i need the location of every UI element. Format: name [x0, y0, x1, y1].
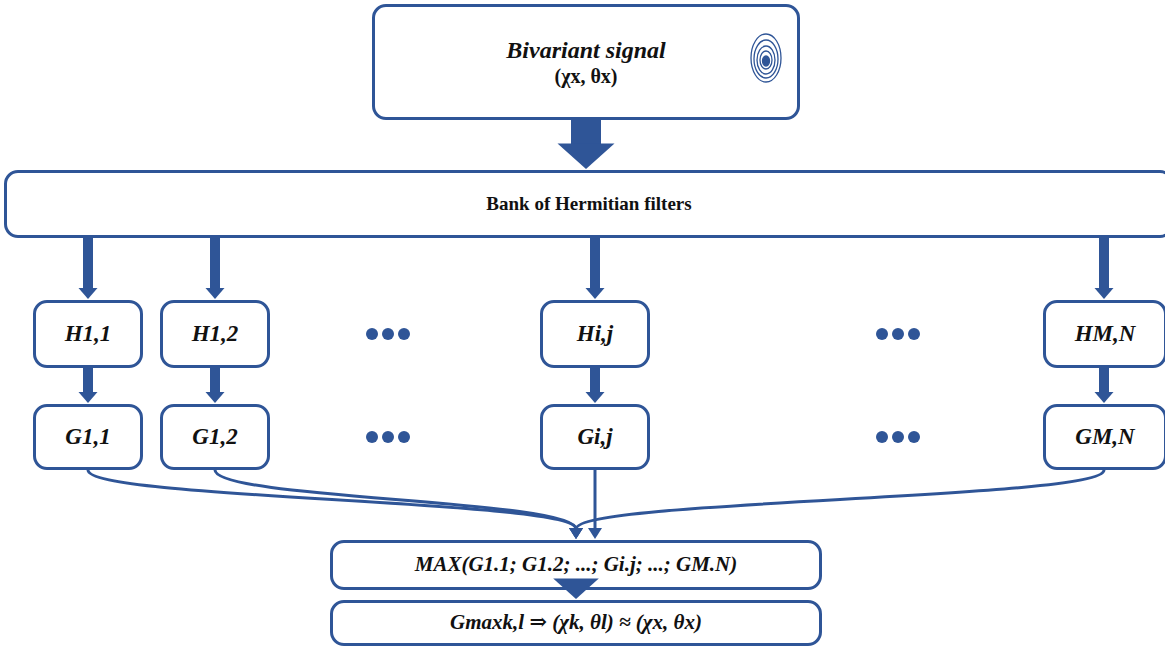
connector-arrow	[558, 120, 615, 169]
filter-box: HM,N	[1043, 300, 1165, 368]
filter-box: H1,2	[160, 300, 270, 368]
arrow-head	[588, 528, 602, 539]
connector-arrow	[88, 470, 583, 539]
box-label: GM,N	[1075, 423, 1134, 451]
box-label: MAX(G1.1; G1.2; ...; Gi.j; ...; GM.N)	[415, 552, 738, 577]
connector-arrow	[79, 368, 98, 403]
connector-arrow	[206, 368, 225, 403]
box-label: Gmaxk,l ⇒ (χk, θl) ≈ (χx, θx)	[450, 610, 702, 635]
filter-box: H1,1	[33, 300, 143, 368]
gain-box: G1,2	[160, 404, 270, 470]
arrow-head	[206, 288, 225, 299]
ellipsis-dots	[366, 328, 920, 443]
box-label: HM,N	[1075, 320, 1136, 348]
connector-line	[1099, 238, 1109, 289]
connector-line	[83, 368, 93, 393]
spiral-icon	[751, 34, 781, 82]
arrow-head	[569, 528, 583, 539]
connector-line	[590, 238, 600, 289]
box-label: Gi,j	[577, 423, 612, 451]
connector-line	[215, 470, 576, 529]
connector-arrow	[215, 470, 583, 539]
connector-line	[576, 470, 1104, 529]
connector-arrow	[586, 238, 605, 299]
connector-arrow	[206, 238, 225, 299]
box-label: Hi,j	[577, 320, 613, 348]
arrow-head	[586, 288, 605, 299]
box-label: Bivariant signal	[506, 36, 665, 65]
connector-line	[1099, 368, 1109, 393]
connector-arrow	[569, 470, 1104, 539]
box-label: H1,2	[192, 320, 239, 348]
box-label: Bank of Hermitian filters	[486, 193, 691, 216]
gain-box: GM,N	[1043, 404, 1165, 470]
arrow-head	[206, 392, 225, 403]
arrow-head	[569, 528, 583, 539]
result-box: Gmaxk,l ⇒ (χk, θl) ≈ (χx, θx)	[330, 600, 822, 646]
connector-line	[590, 368, 600, 393]
filter-box: Hi,j	[540, 300, 650, 368]
gain-box: G1,1	[33, 404, 143, 470]
connector-arrow	[586, 368, 605, 403]
box-sublabel: (χx, θx)	[555, 64, 618, 88]
connector-arrow	[79, 238, 98, 299]
arrow-head	[558, 144, 615, 170]
arrow-head	[1095, 288, 1114, 299]
box-label: H1,1	[65, 320, 112, 348]
arrow-head	[586, 392, 605, 403]
connector-arrow	[588, 470, 602, 539]
connector-line	[571, 120, 601, 145]
connector-line	[88, 470, 576, 529]
arrow-head	[79, 392, 98, 403]
box-label: G1,1	[65, 423, 110, 451]
connector-arrow	[1095, 238, 1114, 299]
connector-line	[210, 238, 220, 289]
source-box: Bivariant signal(χx, θx)	[372, 4, 800, 120]
filter-bank-band: Bank of Hermitian filters	[4, 170, 1165, 238]
max-box: MAX(G1.1; G1.2; ...; Gi.j; ...; GM.N)	[330, 540, 822, 590]
connector-line	[83, 238, 93, 289]
arrow-head	[1095, 392, 1114, 403]
arrow-head	[569, 528, 583, 539]
connector-line	[210, 368, 220, 393]
box-label: G1,2	[192, 423, 237, 451]
gain-box: Gi,j	[540, 404, 650, 470]
connector-arrow	[1095, 368, 1114, 403]
arrow-head	[79, 288, 98, 299]
